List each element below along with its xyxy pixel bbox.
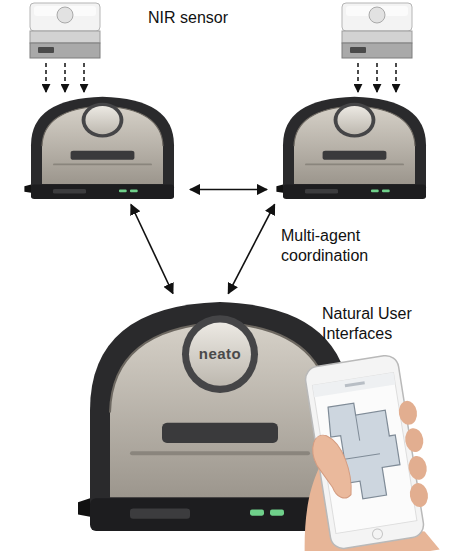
coordination-arrow bbox=[190, 189, 267, 191]
robot-vacuum bbox=[272, 95, 437, 200]
annotation-label: Natural User Interfaces bbox=[322, 304, 444, 344]
brand-logo-text: neato bbox=[70, 345, 370, 363]
coordination-arrow bbox=[228, 204, 274, 293]
robot-illustration bbox=[20, 95, 185, 200]
robot-vacuum bbox=[20, 95, 185, 200]
robot-illustration bbox=[272, 95, 437, 200]
annotation-label: Multi-agent coordination bbox=[281, 226, 396, 266]
coordination-arrow bbox=[131, 205, 173, 294]
nir-sensor-icon bbox=[30, 3, 100, 92]
nir-sensor-icon bbox=[342, 3, 412, 92]
annotation-label: NIR sensor bbox=[148, 8, 278, 28]
